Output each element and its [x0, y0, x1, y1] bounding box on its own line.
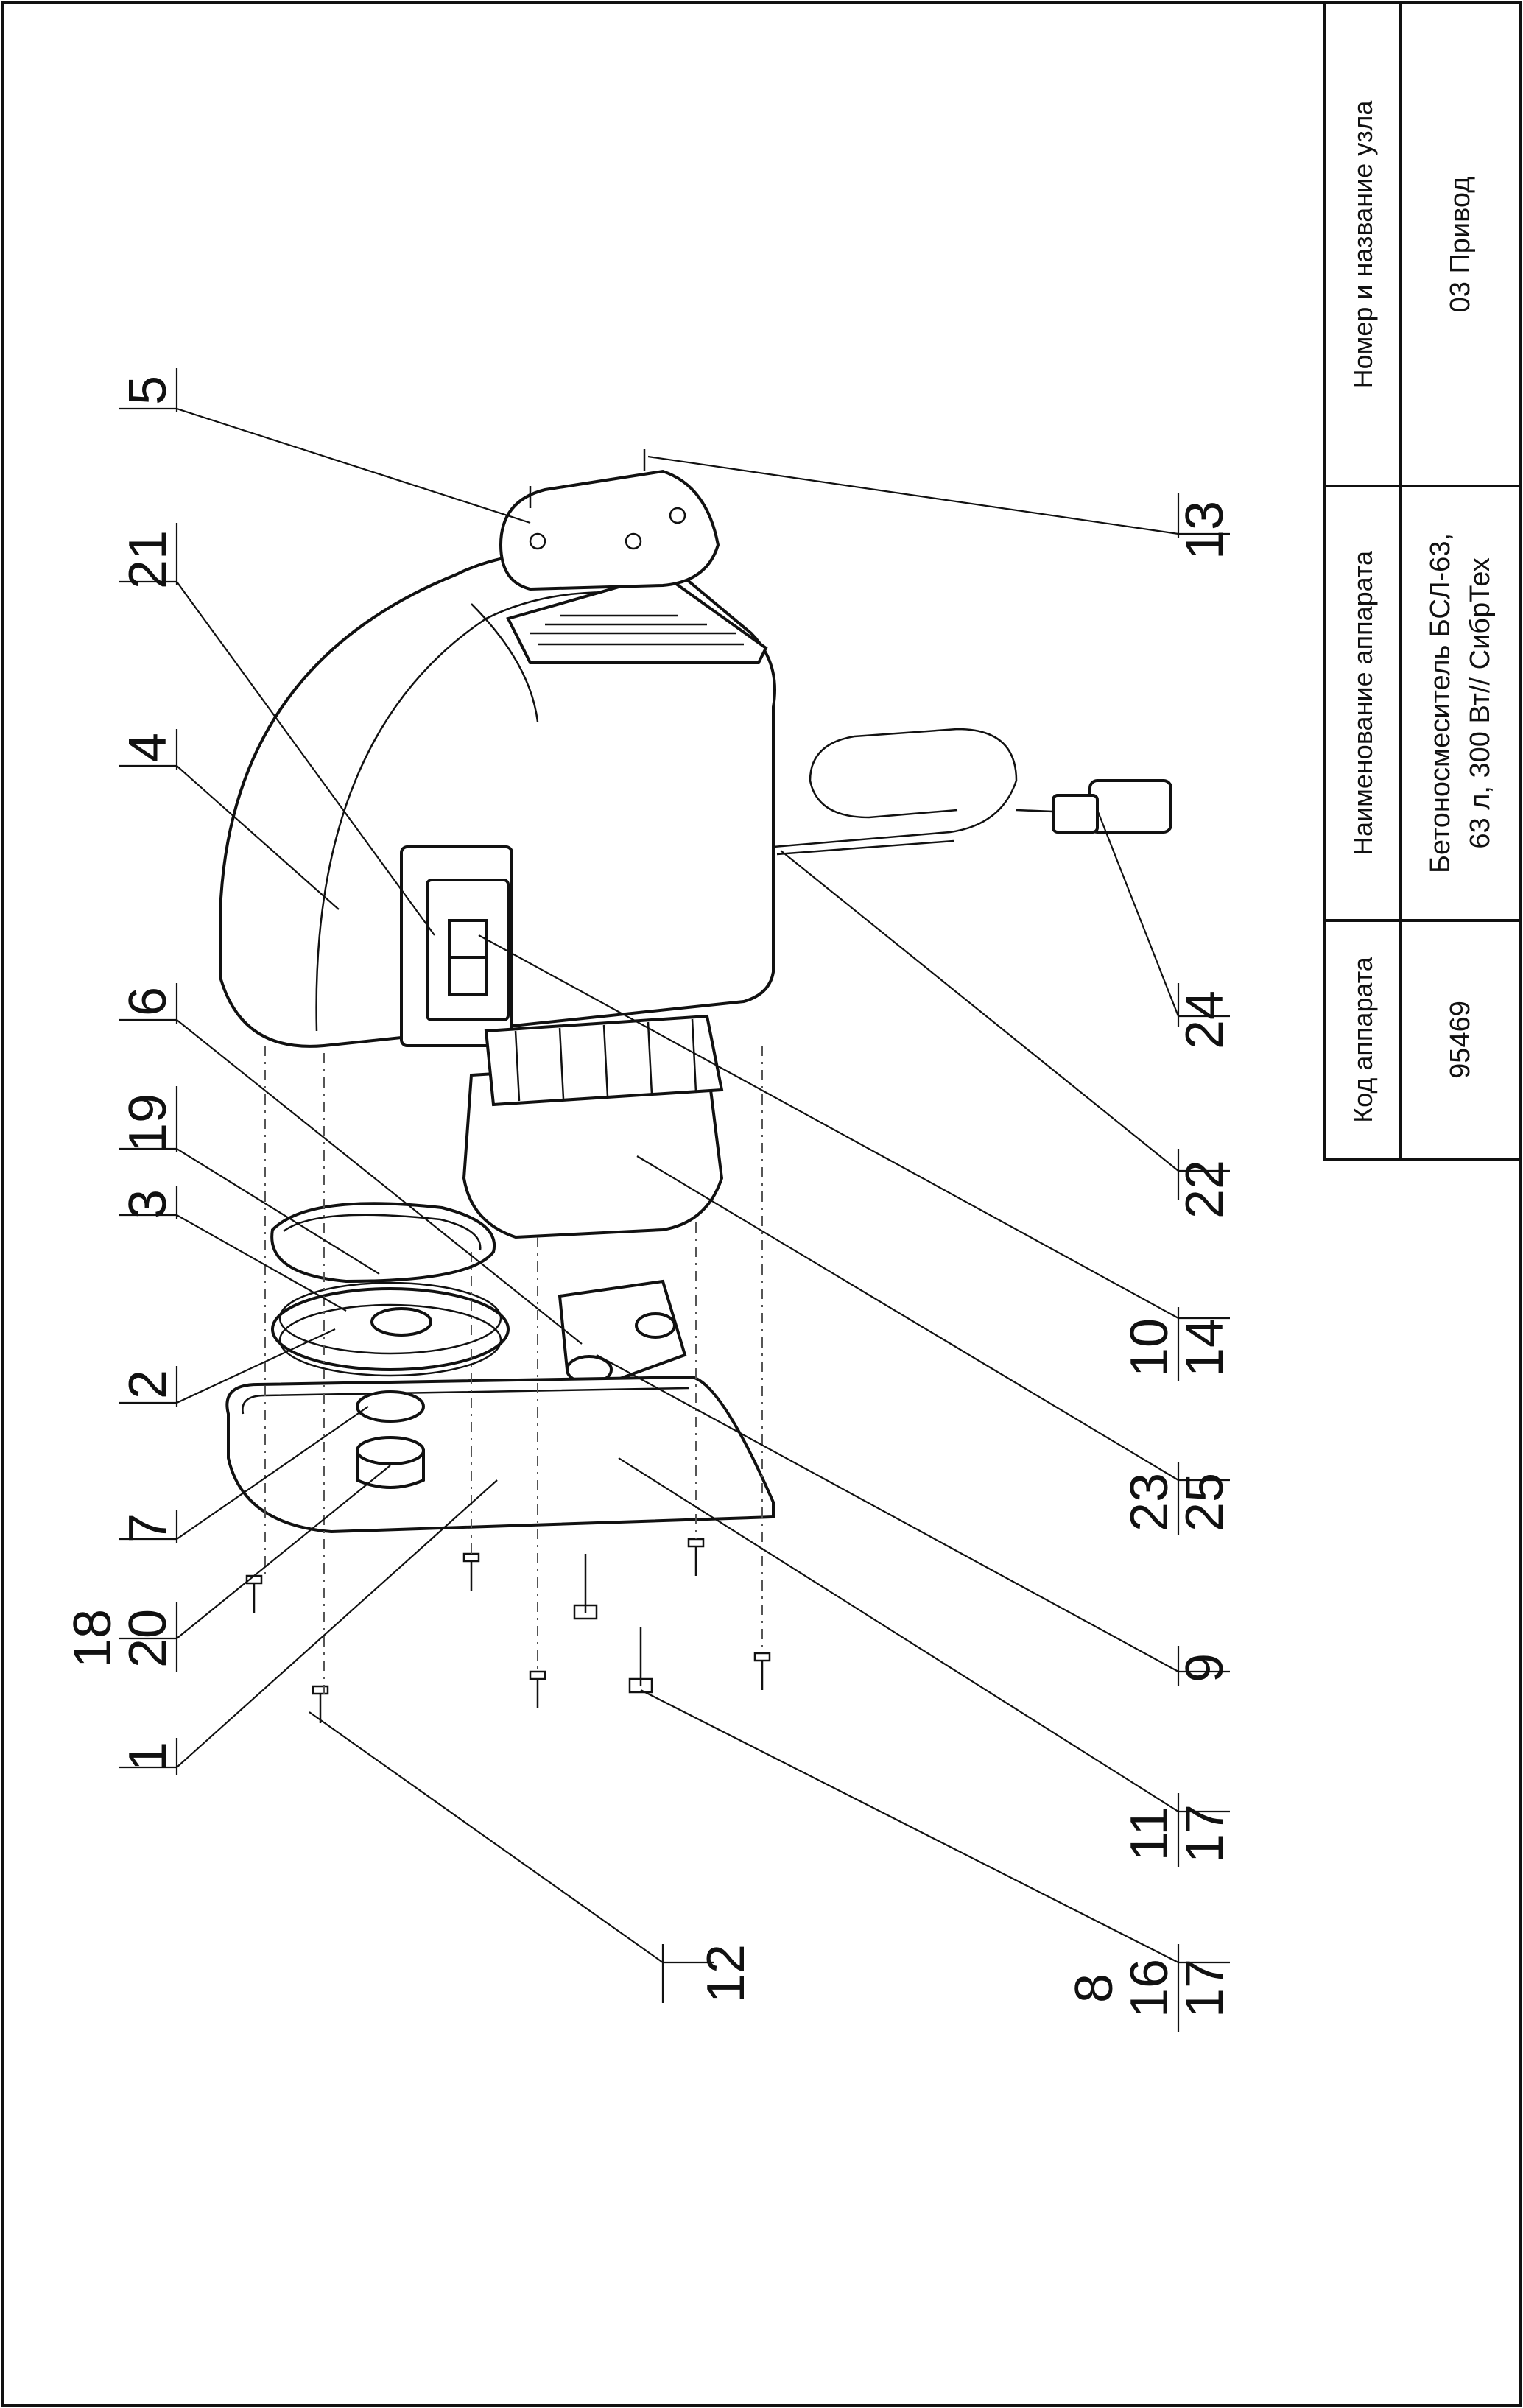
node-header: Номер и название узла	[1348, 100, 1378, 389]
title-block: Номер и название узла Наименование аппар…	[1323, 1, 1522, 1161]
callout-8: 8	[1065, 1974, 1124, 2003]
drive-belt	[270, 1202, 496, 1284]
base-plate	[225, 1375, 775, 1534]
callout-21: 21	[119, 530, 177, 589]
callout-12: 12	[697, 1944, 756, 2003]
callout-11: 11	[1120, 1806, 1179, 1862]
callout-25: 25	[1175, 1473, 1234, 1532]
callout-20: 20	[119, 1609, 177, 1668]
callout-19: 19	[119, 1094, 177, 1152]
device-header: Наименование аппарата	[1348, 550, 1378, 856]
callout-bars	[175, 368, 1180, 2032]
callout-17-lower: 17	[1175, 1959, 1234, 2018]
device-value-line1: Бетоносмеситель БСЛ-63,	[1425, 533, 1456, 873]
callout-16: 16	[1120, 1959, 1179, 2018]
code-value: 95469	[1445, 1001, 1476, 1079]
callout-14: 14	[1175, 1318, 1234, 1377]
screws	[245, 449, 771, 1723]
callout-3: 3	[119, 1189, 177, 1219]
callout-5: 5	[119, 376, 177, 405]
callout-labels: 5 21 4 6 19 3 2 7 18 20 1 13 24 22 10 14…	[63, 376, 1234, 2018]
callout-24: 24	[1175, 990, 1234, 1049]
node-value: 03 Привод	[1445, 177, 1476, 313]
callout-9: 9	[1175, 1653, 1234, 1683]
code-header: Код аппарата	[1348, 956, 1378, 1123]
callout-7: 7	[119, 1513, 177, 1543]
callout-6: 6	[119, 987, 177, 1016]
callout-17-upper: 17	[1175, 1804, 1234, 1863]
device-value-line2: 63 л, 300 Вт// СибрТех	[1465, 557, 1496, 848]
callout-22: 22	[1175, 1160, 1234, 1219]
callout-4: 4	[119, 733, 177, 762]
callout-2: 2	[119, 1370, 177, 1399]
motor-body	[462, 1058, 724, 1239]
callout-18: 18	[63, 1609, 122, 1668]
callout-10: 10	[1120, 1318, 1179, 1377]
callout-1: 1	[119, 1742, 177, 1771]
callout-23: 23	[1120, 1473, 1179, 1532]
end-cap	[499, 469, 720, 591]
power-cable	[773, 728, 1018, 848]
callout-13: 13	[1175, 501, 1234, 560]
assembly-illustration	[219, 449, 1172, 1723]
